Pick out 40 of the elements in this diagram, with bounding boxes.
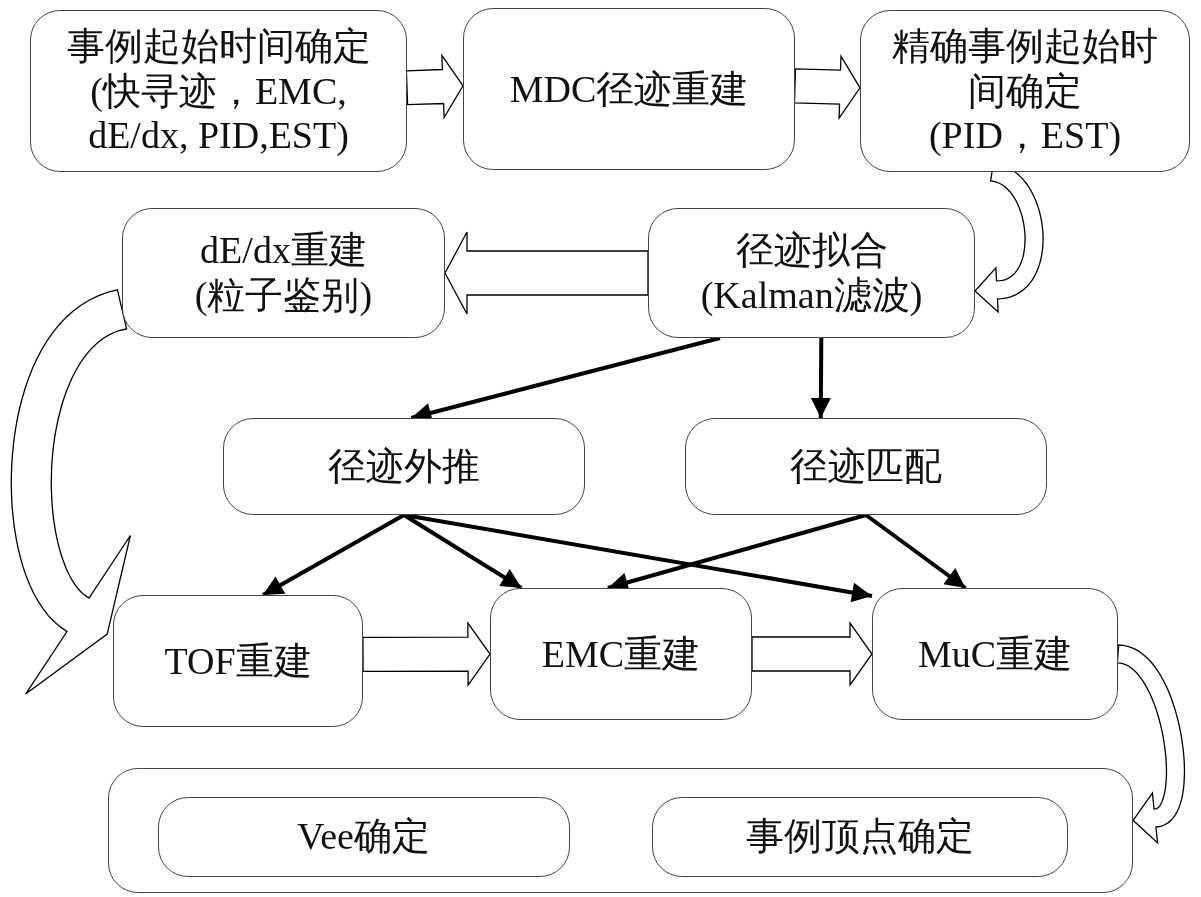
arrow	[262, 513, 405, 597]
process-box	[157, 796, 570, 877]
block-arrow	[405, 53, 464, 120]
box-label: EMC重建	[541, 631, 701, 677]
box-label: (快寻迹，EMC, dE/dx, PID,EST)	[87, 68, 350, 159]
group-box	[108, 768, 1133, 893]
process-box	[122, 208, 445, 338]
block-arrow	[793, 54, 861, 121]
box-label: 径迹匹配	[790, 444, 942, 489]
block-arrow	[10, 289, 132, 695]
arrow	[403, 513, 873, 603]
arrow	[864, 513, 967, 590]
process-box	[872, 588, 1118, 720]
box-label: 精确事例起始时间确定	[891, 23, 1159, 114]
box-label: (PID，EST)	[928, 113, 1122, 159]
arrow	[810, 338, 831, 418]
process-box	[685, 418, 1047, 515]
process-box	[463, 8, 795, 170]
box-label: (Kalman滤波)	[700, 273, 923, 318]
box-label: TOF重建	[164, 638, 312, 684]
process-box	[113, 595, 363, 727]
process-box	[30, 10, 407, 172]
block-arrow	[444, 231, 649, 315]
process-box	[860, 10, 1190, 172]
box-label: Vee确定	[297, 814, 430, 859]
box-label: 事例起始时间确定	[66, 23, 371, 69]
box-label: MuC重建	[917, 631, 1073, 677]
box-label: (粒子鉴别)	[194, 273, 373, 318]
box-label: dE/dx重建	[200, 228, 367, 273]
block-arrow	[751, 620, 873, 688]
process-box	[223, 418, 585, 515]
process-box	[490, 588, 752, 720]
box-label: 径迹外推	[328, 444, 480, 489]
block-arrow	[1116, 644, 1186, 845]
process-box	[648, 208, 975, 338]
block-arrow	[362, 621, 491, 688]
process-box	[651, 796, 1068, 877]
box-label: 径迹拟合	[735, 228, 888, 273]
box-label: 事例顶点确定	[745, 814, 974, 859]
box-label: MDC径迹重建	[509, 66, 749, 112]
